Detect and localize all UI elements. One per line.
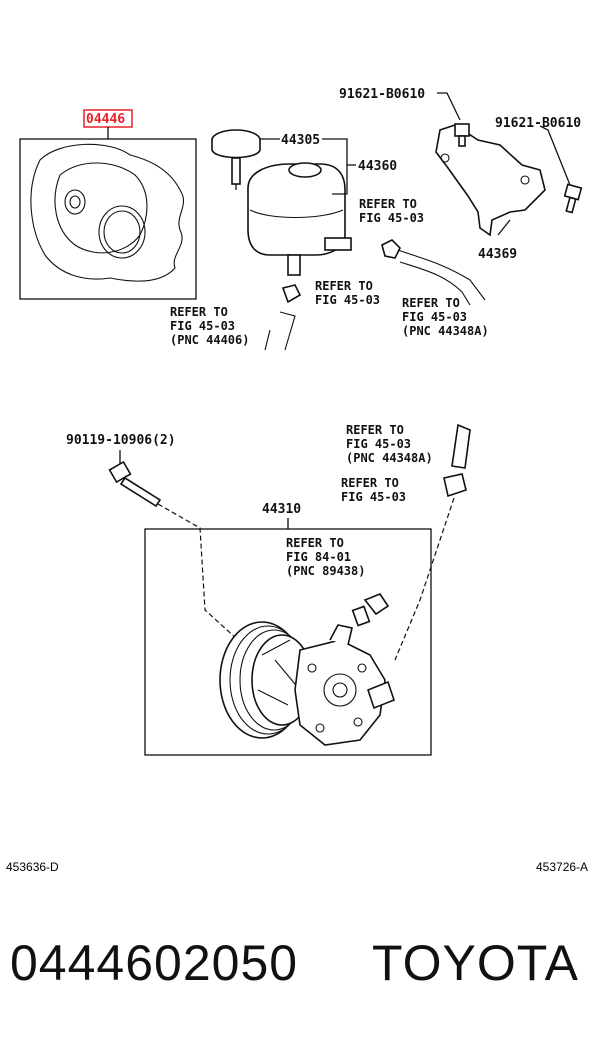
ref-line: (PNC 89438): [286, 564, 365, 578]
power-steering-pump-44310[interactable]: [219, 621, 395, 746]
bracket-44369[interactable]: [435, 124, 546, 237]
bracket-plate: [435, 124, 546, 237]
pump-housing: [294, 639, 386, 746]
hose-left: [264, 311, 296, 351]
ref-line: REFER TO: [346, 423, 404, 437]
label-91621-b[interactable]: 91621-B0610: [495, 116, 581, 131]
ref-top-mid: REFER TO FIG 45-03: [359, 197, 424, 225]
reservoir-tank-44360[interactable]: [247, 162, 352, 276]
leader-line: [497, 219, 511, 236]
ref-cap-right: REFER TO FIG 45-03: [315, 279, 380, 307]
ref-lower-fitting: REFER TO FIG 45-03: [341, 476, 406, 504]
tank-body: [247, 163, 346, 256]
pump-rotor-cover: [323, 673, 357, 707]
ref-line: REFER TO: [170, 305, 228, 319]
figure-code-right: 453726-A: [536, 860, 589, 874]
ref-line: REFER TO: [359, 197, 417, 211]
fitting-top-mid[interactable]: [381, 239, 401, 259]
label-91621-a[interactable]: 91621-B0610: [339, 87, 425, 102]
leader-line: [539, 125, 571, 186]
o-ring-large: [98, 205, 146, 259]
cap-body: [211, 140, 261, 159]
hose-lower[interactable]: [451, 423, 471, 469]
part-number: 0444602050: [10, 935, 299, 991]
fitting-lower[interactable]: [443, 473, 467, 498]
bolt-path-dashed: [157, 503, 239, 641]
o-ring-small: [64, 189, 86, 215]
leader-line: [437, 92, 461, 121]
cap-dipstick: [231, 157, 241, 185]
fitting-body: [381, 239, 401, 259]
seal-gasket-inner: [54, 162, 148, 254]
label-44310[interactable]: 44310: [262, 502, 301, 517]
label-44360[interactable]: 44360: [358, 159, 397, 174]
bolt-head: [108, 460, 132, 484]
housing-bolt: [315, 723, 325, 733]
ref-line: FIG 45-03: [402, 310, 467, 324]
fitting-body: [281, 284, 302, 304]
bolt-head: [563, 183, 583, 201]
tank-outlet: [287, 254, 301, 276]
ref-line: (PNC 44406): [170, 333, 249, 347]
housing-bolt: [357, 663, 367, 673]
fitting-cap-outlet[interactable]: [281, 284, 302, 304]
o-ring-large-inner: [103, 210, 141, 254]
ref-lower-hose: REFER TO FIG 45-03 (PNC 44348A): [346, 423, 433, 465]
reservoir-cap-44305[interactable]: [211, 129, 261, 190]
label-44369[interactable]: 44369: [478, 247, 517, 262]
hose-path-dashed: [394, 497, 455, 661]
bracket-hole: [520, 175, 530, 185]
ref-line: REFER TO: [402, 296, 460, 310]
parts-diagram: 04446 44305 44360: [19, 87, 583, 756]
pump-outlet-port: [329, 624, 353, 646]
ref-line: (PNC 44348A): [402, 324, 489, 338]
bracket-hole: [440, 153, 450, 163]
ref-line: REFER TO: [341, 476, 399, 490]
pressure-sensor[interactable]: [351, 593, 390, 627]
ref-line: FIG 45-03: [341, 490, 406, 504]
o-ring-small-inner: [69, 195, 81, 209]
part-04446-frame: [19, 138, 197, 300]
ref-line: REFER TO: [315, 279, 373, 293]
figure-code-left: 453636-D: [6, 860, 59, 874]
bolt-shank: [458, 135, 466, 147]
bolt-head: [454, 123, 470, 137]
part-44310-frame: [144, 528, 432, 756]
label-44305[interactable]: 44305: [281, 133, 320, 148]
ref-line: REFER TO: [286, 536, 344, 550]
housing-bolt: [353, 717, 363, 727]
bolt-91621-left[interactable]: [454, 123, 470, 147]
ref-sensor: REFER TO FIG 84-01 (PNC 89438): [286, 536, 365, 578]
bolt-91621-right[interactable]: [563, 183, 583, 214]
ref-line: (PNC 44348A): [346, 451, 433, 465]
ref-line: FIG 45-03: [170, 319, 235, 333]
pump-shaft: [332, 682, 348, 698]
housing-bolt: [307, 663, 317, 673]
sensor-body: [351, 605, 371, 627]
bolt-90119[interactable]: [108, 460, 162, 508]
tank-neck: [288, 162, 322, 178]
pump-inlet-port: [367, 680, 395, 710]
hose-right: [397, 249, 486, 306]
seal-gasket-outline: [30, 143, 185, 282]
part-04446-group[interactable]: 04446: [19, 109, 197, 300]
ref-hose-left: REFER TO FIG 45-03 (PNC 44406): [170, 305, 249, 347]
tank-side-port: [324, 237, 352, 251]
brand-name: TOYOTA: [372, 935, 579, 991]
bolt-shank: [119, 476, 162, 508]
ref-hose-right: REFER TO FIG 45-03 (PNC 44348A): [402, 296, 489, 338]
leader-line: [322, 138, 348, 195]
part-code-04446[interactable]: 04446: [86, 112, 125, 127]
sensor-head: [363, 593, 390, 616]
ref-line: FIG 84-01: [286, 550, 351, 564]
tank-seam: [249, 209, 344, 219]
ref-line: FIG 45-03: [346, 437, 411, 451]
ref-line: FIG 45-03: [315, 293, 380, 307]
ref-line: FIG 45-03: [359, 211, 424, 225]
bolt-shank: [565, 196, 577, 214]
label-90119[interactable]: 90119-10906(2): [66, 433, 176, 448]
